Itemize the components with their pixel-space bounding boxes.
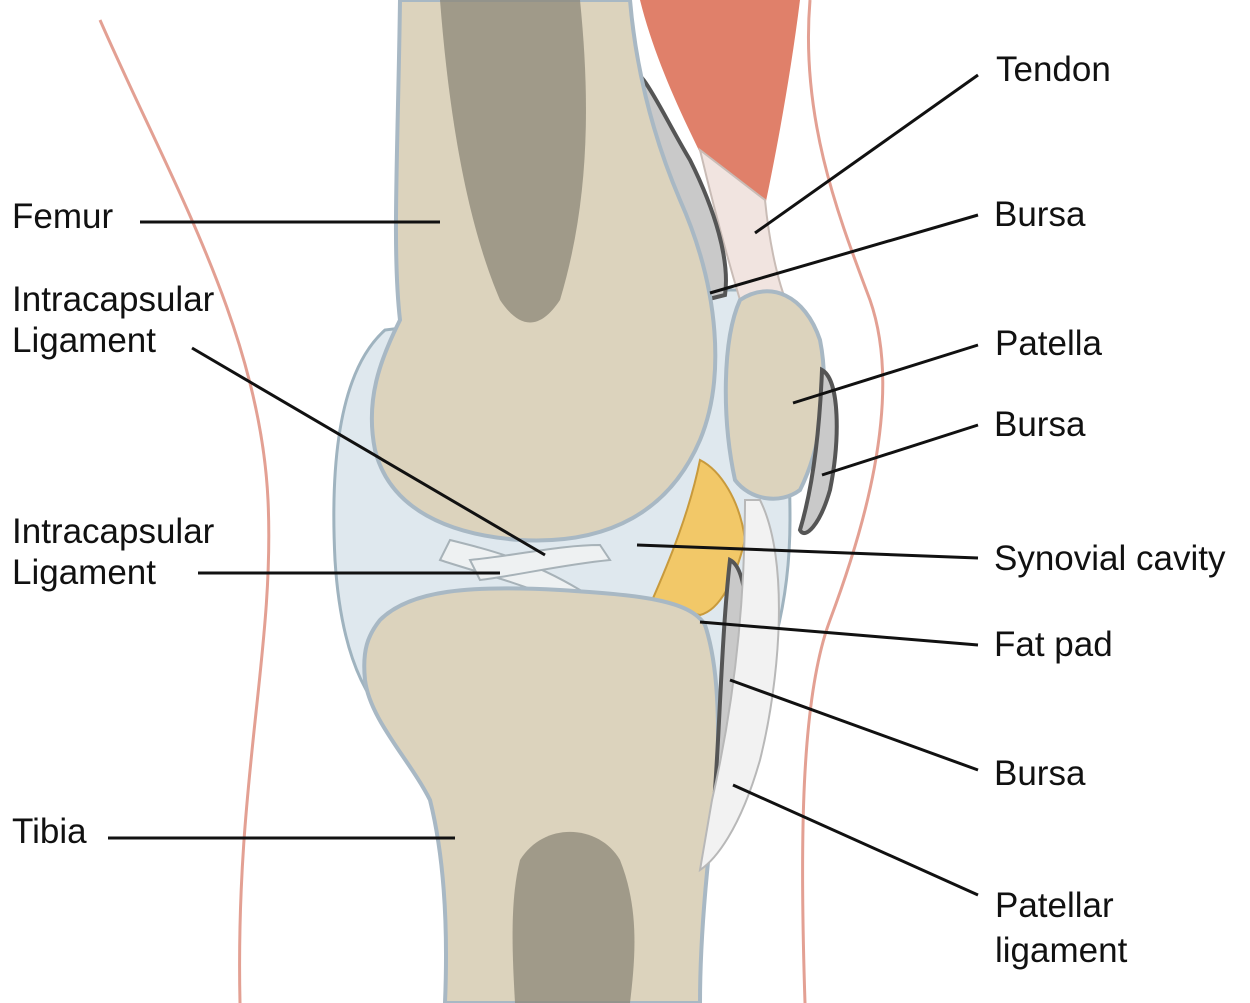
label-intracapsular-ligament-2-line2: Ligament xyxy=(12,553,156,592)
leader-synovial-cavity xyxy=(636,543,979,560)
leader-patella xyxy=(792,343,979,405)
label-fat-pad: Fat pad xyxy=(994,625,1113,664)
intracapsular-ligament-lower xyxy=(468,543,612,582)
leader-fat-pad xyxy=(699,620,979,647)
label-bursa-lower: Bursa xyxy=(994,754,1086,793)
label-intracapsular-ligament-1-line2: Ligament xyxy=(12,321,156,360)
leader-bursa-upper xyxy=(709,213,979,295)
leader-intracapsular-ligament-1 xyxy=(191,346,546,557)
label-intracapsular-ligament-2-line1: Intracapsular xyxy=(12,512,215,551)
label-intracapsular-ligament-1-line1: Intracapsular xyxy=(12,280,215,319)
label-patellar-ligament-line1: Patellar xyxy=(995,886,1114,925)
fat-pad xyxy=(648,458,747,617)
leader-lines xyxy=(108,73,979,897)
leader-patellar-ligament xyxy=(732,783,979,897)
label-bursa-upper: Bursa xyxy=(994,195,1086,234)
label-intracapsular-ligament-2: Intracapsular Ligament xyxy=(12,511,214,593)
bursa-middle xyxy=(797,366,839,535)
label-synovial-cavity: Synovial cavity xyxy=(994,539,1226,578)
patella-bone xyxy=(723,289,826,501)
quadriceps-muscle xyxy=(640,0,800,230)
label-bursa-middle: Bursa xyxy=(994,405,1086,444)
tibia-marrow xyxy=(512,831,635,1003)
skin-outline-back xyxy=(98,19,271,1003)
label-tibia: Tibia xyxy=(12,812,87,851)
leader-bursa-lower xyxy=(729,678,979,772)
label-patellar-ligament-line2: ligament xyxy=(995,931,1128,970)
label-patella: Patella xyxy=(995,324,1103,363)
leader-tendon xyxy=(754,73,979,235)
skin-outline-front xyxy=(801,0,885,1003)
label-tendon: Tendon xyxy=(996,50,1111,89)
label-patellar-ligament: Patellar ligament xyxy=(995,885,1127,971)
leader-bursa-middle xyxy=(821,423,979,477)
label-intracapsular-ligament-1: Intracapsular Ligament xyxy=(12,279,214,361)
femur-marrow xyxy=(440,0,586,323)
label-femur: Femur xyxy=(12,197,114,236)
